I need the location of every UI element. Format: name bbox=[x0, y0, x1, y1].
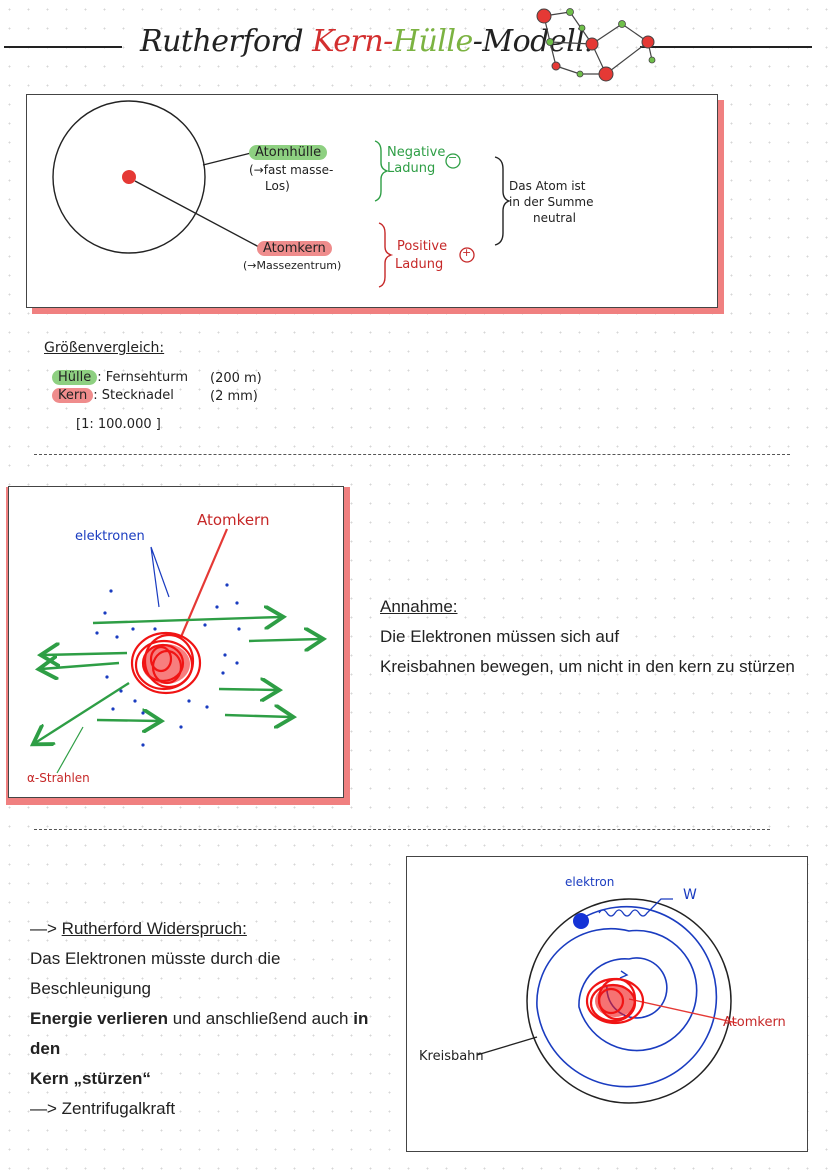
centrifugal-force: Zentrifugalkraft bbox=[61, 1099, 176, 1118]
title-part-modell: -Modell: bbox=[472, 24, 595, 59]
size-row2-value: Stecknadel bbox=[101, 388, 174, 403]
scattering-experiment-drawing bbox=[9, 528, 343, 774]
contradiction-bold-energy: Energie verlieren bbox=[30, 1009, 168, 1028]
wave-label: W bbox=[683, 887, 697, 903]
contradiction-arrow: —> bbox=[30, 919, 57, 938]
contradiction-bold-inden: in den bbox=[30, 1009, 369, 1058]
title-part-huelle: Hülle bbox=[392, 24, 473, 59]
electrons-label: elektronen bbox=[75, 529, 145, 544]
size-ratio: [1: 100.000 ] bbox=[76, 417, 161, 432]
diagram2-frame: Atomkern elektronen α-Strahlen bbox=[8, 486, 344, 798]
size-row1-value: Fernsehturm bbox=[105, 370, 189, 385]
diagram1-frame: Atomhülle (→fast masse- Los) Atomkern (→… bbox=[26, 94, 718, 308]
diagram2-nucleus-label: Atomkern bbox=[197, 511, 270, 529]
title-rule-right bbox=[640, 46, 812, 48]
title-rule-left bbox=[4, 46, 122, 48]
assumption-line2: Kreisbahnen bewegen, um nicht in den ker… bbox=[380, 657, 795, 676]
size-row2-size: (2 mm) bbox=[210, 389, 258, 404]
neutral-note-line2: in der Summe bbox=[509, 195, 594, 209]
diagram3-nucleus-label: Atomkern bbox=[723, 1015, 786, 1030]
size-row1-size: (200 m) bbox=[210, 371, 262, 386]
positive-charge-line2: Ladung bbox=[395, 257, 444, 272]
shell-note-2: Los) bbox=[265, 179, 290, 193]
neutral-note-line1: Das Atom ist bbox=[509, 179, 586, 193]
contradiction-line1: Das Elektronen müsste durch die Beschleu… bbox=[30, 949, 281, 998]
orbit-model-drawing bbox=[476, 898, 738, 1104]
nucleus-label: Atomkern bbox=[257, 241, 332, 256]
electron-label: elektron bbox=[565, 875, 615, 889]
centrifugal-arrow: —> bbox=[30, 1099, 57, 1118]
shell-note-1: (→fast masse- bbox=[249, 163, 334, 177]
size-row2-key: Kern bbox=[52, 388, 94, 403]
minus-sign-icon: − bbox=[448, 151, 458, 164]
section-divider-1 bbox=[34, 454, 790, 455]
page-title: Rutherford Kern-Hülle-Modell: bbox=[140, 24, 594, 59]
assumption-heading: Annahme: bbox=[380, 597, 458, 616]
title-part-rutherford: Rutherford bbox=[140, 24, 304, 59]
neutral-note-line3: neutral bbox=[533, 211, 576, 225]
diagram3-frame: elektron W Kreisbahn Atomkern bbox=[406, 856, 808, 1152]
assumption-line1: Die Elektronen müssen sich auf bbox=[380, 627, 620, 646]
alpha-rays-label: α-Strahlen bbox=[27, 771, 90, 785]
size-row1-key: Hülle bbox=[52, 370, 98, 385]
contradiction-line2-mid: und anschließend auch bbox=[167, 1009, 354, 1028]
negative-charge-line2: Ladung bbox=[387, 161, 436, 176]
negative-charge-line1: Negative bbox=[387, 145, 446, 160]
size-comparison-heading: Größenvergleich: bbox=[44, 340, 165, 356]
molecule-icon bbox=[536, 8, 656, 82]
shell-label: Atomhülle bbox=[249, 145, 328, 160]
atom-model-drawing bbox=[52, 100, 512, 288]
plus-sign-icon: + bbox=[462, 246, 472, 259]
contradiction-bold-kern: Kern „stürzen“ bbox=[30, 1069, 151, 1088]
positive-charge-line1: Positive bbox=[397, 239, 448, 254]
title-part-kern: Kern- bbox=[312, 24, 393, 59]
orbit-label: Kreisbahn bbox=[419, 1049, 484, 1064]
section-divider-2 bbox=[34, 829, 770, 830]
nucleus-note: (→Massezentrum) bbox=[243, 259, 342, 272]
contradiction-heading: Rutherford Widerspruch: bbox=[61, 919, 247, 938]
